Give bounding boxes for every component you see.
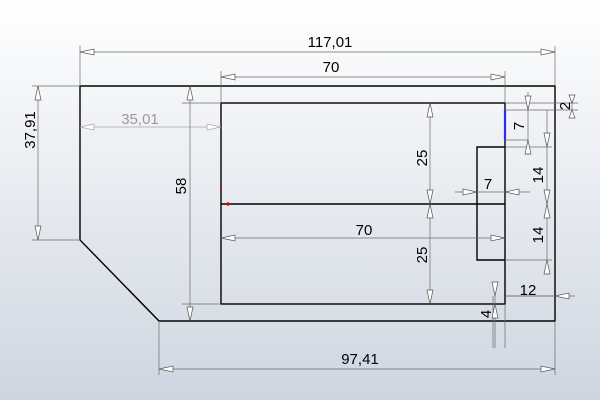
extension-lines [32, 46, 578, 375]
origin-point[interactable] [226, 202, 230, 206]
dim-overall-width[interactable]: 117,01 [308, 34, 353, 51]
sketch-geometry [79, 85, 556, 322]
dim-slot-height-lower[interactable]: 14 [530, 227, 547, 244]
dim-slot-width-vertical[interactable]: 7 [511, 122, 528, 130]
dim-pocket-width-top[interactable]: 70 [323, 59, 340, 76]
dim-upper-half[interactable]: 25 [414, 150, 431, 167]
arrowheads [34, 48, 576, 373]
slot-profile[interactable] [476, 146, 505, 261]
dim-bottom-offset[interactable]: 4 [478, 310, 495, 318]
dim-left-height[interactable]: 37,91 [22, 111, 39, 149]
outer-profile[interactable] [79, 85, 556, 322]
dim-notch-width[interactable]: 7 [484, 176, 492, 193]
dim-pocket-height[interactable]: 58 [173, 178, 190, 195]
dim-tab-width[interactable]: 12 [520, 282, 537, 299]
dim-pocket-width-mid[interactable]: 70 [356, 222, 373, 239]
dim-top-offset[interactable]: 2 [557, 102, 574, 110]
dim-bottom-width[interactable]: 97,41 [341, 351, 379, 368]
dim-pocket-offset[interactable]: 35,01 [121, 111, 159, 128]
dim-lower-half[interactable]: 25 [414, 247, 431, 264]
dimension-labels: 117,01 70 35,01 37,91 58 25 25 70 97,41 … [22, 34, 574, 368]
dim-slot-height-upper[interactable]: 14 [530, 167, 547, 184]
